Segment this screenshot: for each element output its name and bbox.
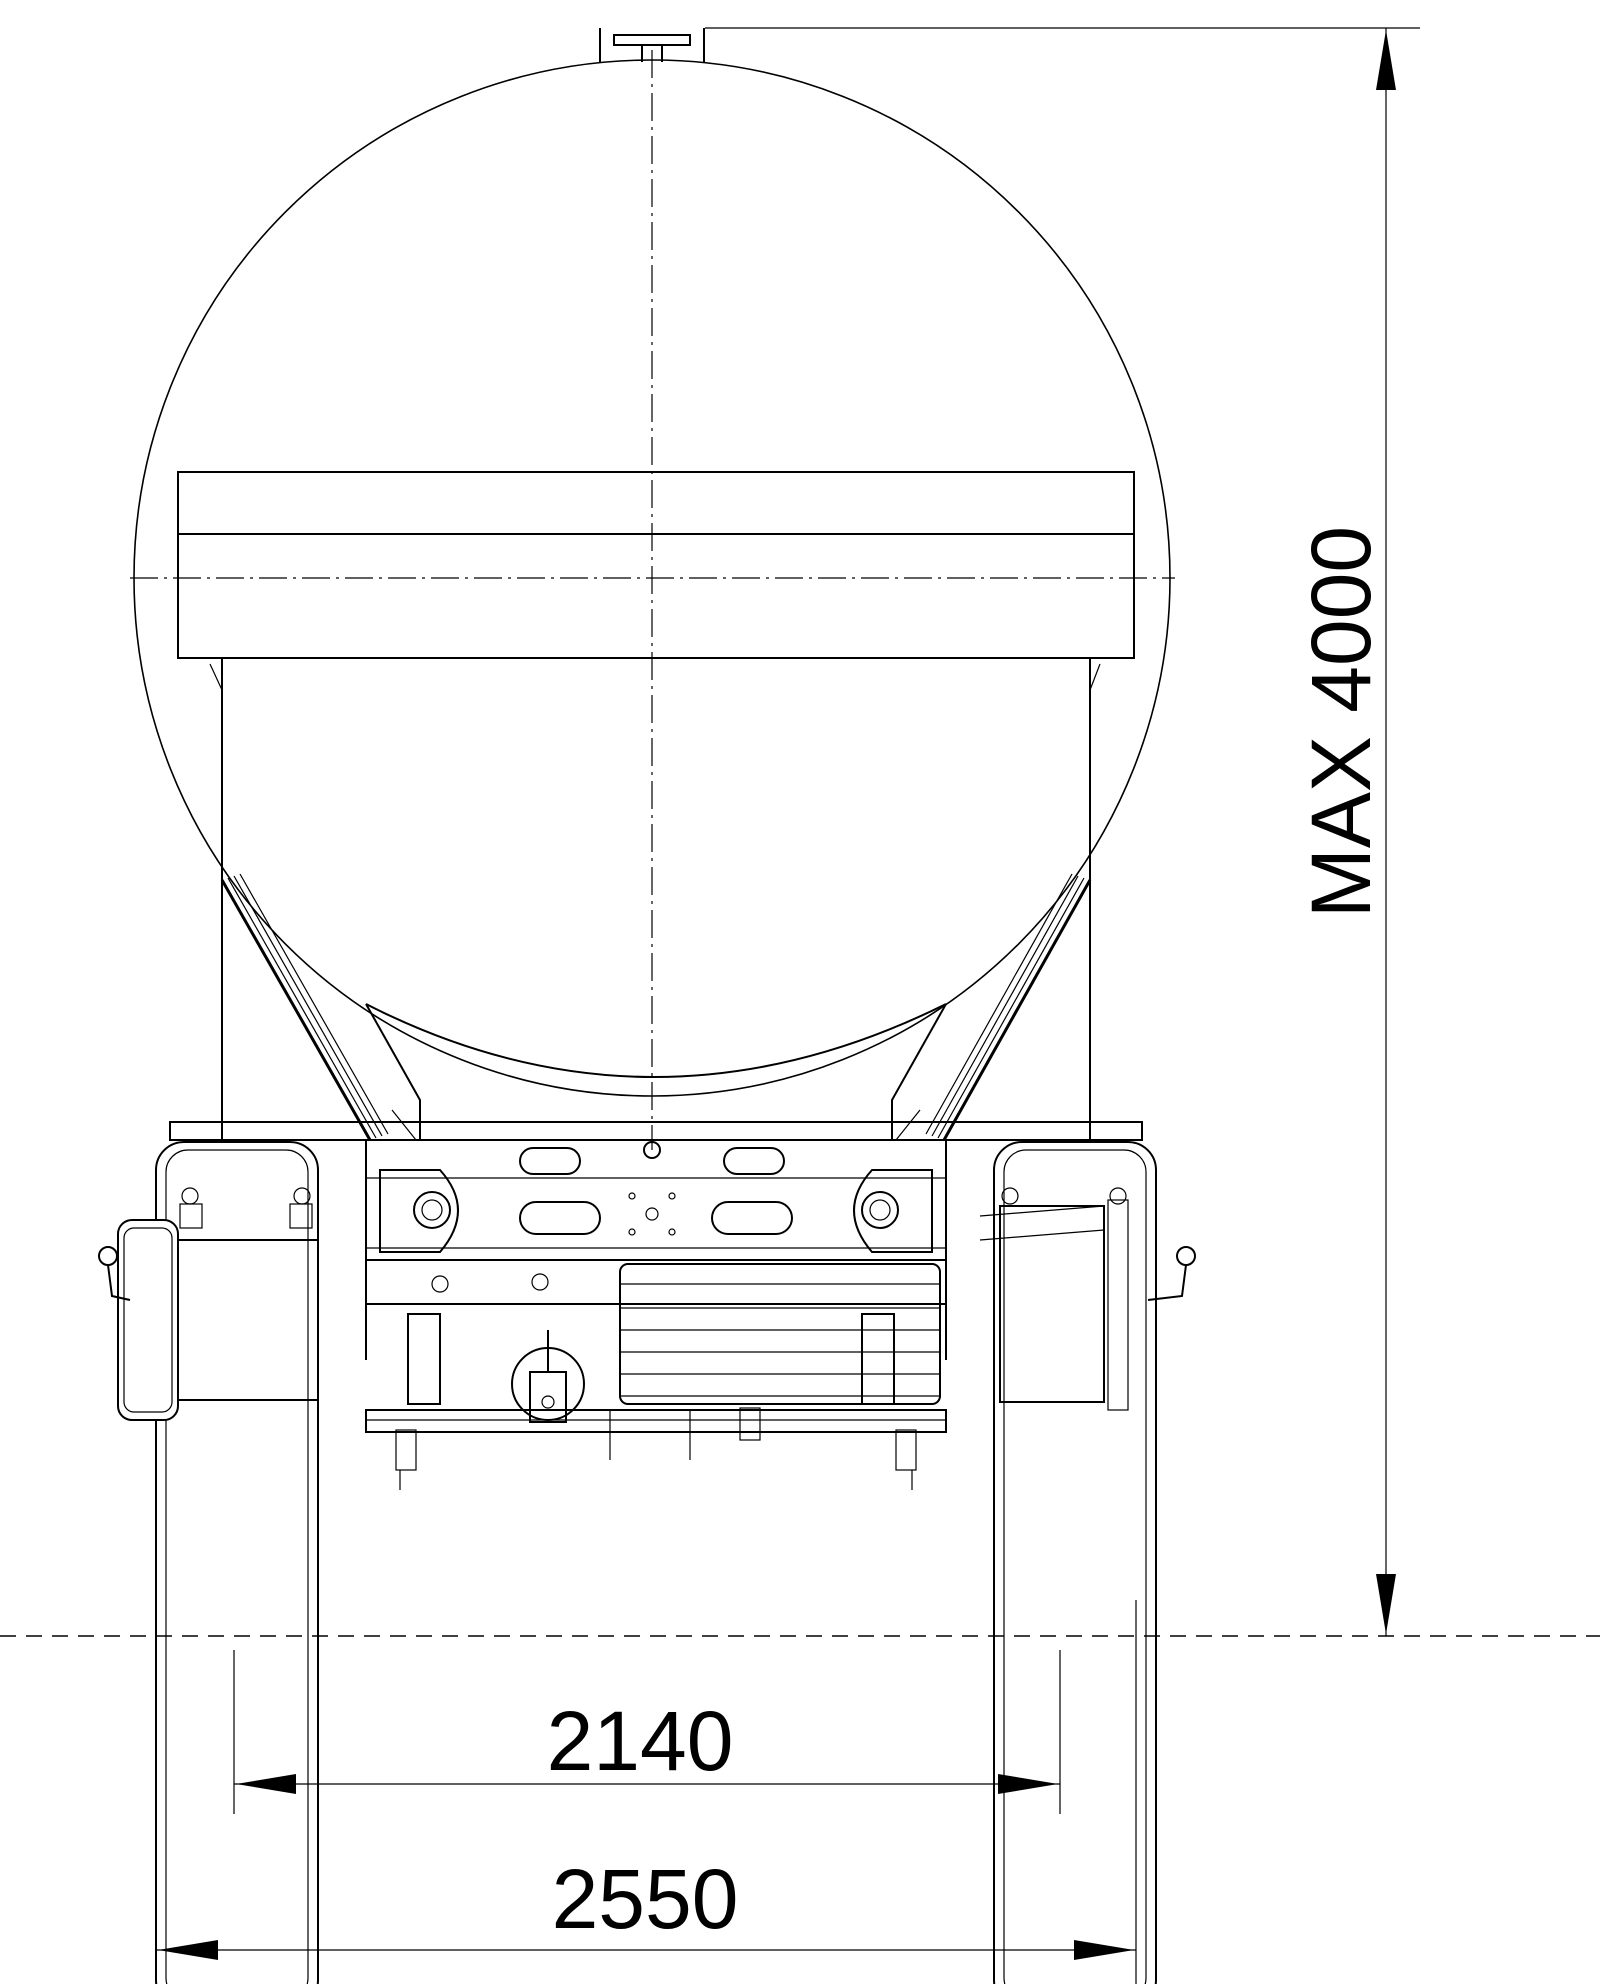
- height-arrow-bottom: [1376, 1574, 1396, 1634]
- height-dimension-label: MAX 4000: [1294, 526, 1388, 918]
- track-arrow-right: [998, 1774, 1058, 1794]
- tank-band: [177, 471, 1135, 659]
- height-arrow-top: [1376, 30, 1396, 90]
- track-width-label: 2140: [547, 1694, 734, 1788]
- equipment-box: [619, 1263, 941, 1405]
- overall-width-dimension: 2550: [155, 1600, 1137, 1984]
- manhole-cover: [599, 28, 705, 62]
- tank: [130, 28, 1175, 1150]
- overall-arrow-left: [158, 1940, 218, 1960]
- right-wheel: [993, 1141, 1196, 1984]
- track-width-dimension: 2140: [233, 1650, 1061, 1814]
- overall-width-label: 2550: [552, 1852, 739, 1946]
- chassis-frame: [169, 1121, 1143, 1490]
- saddle-supports: [220, 873, 1092, 1141]
- height-dimension: MAX 4000: [705, 27, 1420, 1636]
- left-wheel: [98, 1141, 319, 1984]
- overall-arrow-right: [1074, 1940, 1134, 1960]
- track-arrow-left: [236, 1774, 296, 1794]
